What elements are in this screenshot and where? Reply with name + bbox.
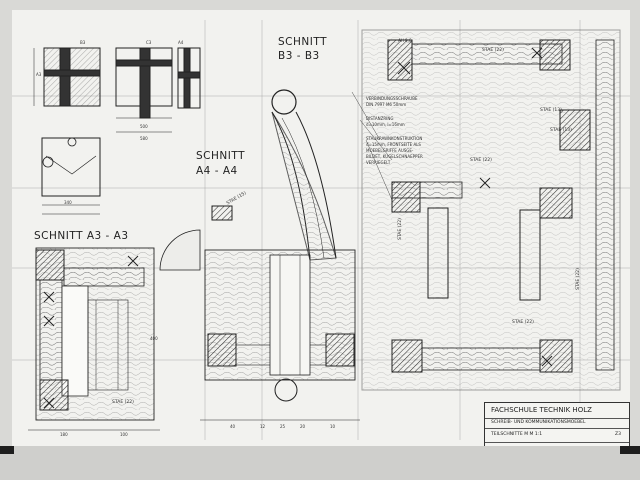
small-view-plan (41, 137, 101, 215)
title-school: FACHSCHULE TECHNIK HOLZ (491, 406, 592, 414)
bottom-rail (0, 446, 640, 480)
mark-stae-22-bottom: STAE (22) (512, 320, 534, 325)
dim-500: 500 (140, 124, 148, 129)
mark-stae-22-a3: STAE (22) (112, 400, 134, 405)
note-screw-2: DIN 7997 M6 50mm (366, 102, 407, 107)
section-a4-title-2: A4 - A4 (196, 165, 238, 177)
dim-100: 100 (120, 432, 128, 437)
dim-340: 340 (64, 200, 72, 205)
note-ring-1: DISTANZRING (366, 116, 394, 121)
mark-stae-22-top: STAE (22) (482, 48, 504, 53)
right-sections (351, 29, 621, 391)
title-subject: SCHREIB- UND KOMMUNIKATIONSMOEBEL (491, 420, 586, 425)
dim-580: 580 (140, 136, 148, 141)
note-construction-3: MOEBELGRIFFE AUSGE- (366, 148, 414, 153)
note-screw-1: VERBINDUNGSSCHRAUBE (366, 96, 418, 101)
small-view-a4-label: A4 (178, 40, 184, 45)
note-construction-2: d=15mm, FRONTSEITE ALS (366, 142, 421, 147)
mark-stae-22-right: STAE (22) (576, 268, 581, 290)
rail-clip-right (620, 446, 640, 454)
section-a4 (159, 205, 360, 421)
dim-40: 40 (230, 424, 236, 429)
small-view-a3-label: A3 (36, 72, 42, 77)
note-construction-5: VERRIEGELT (366, 160, 391, 165)
title-sheet-no: Z3 (615, 432, 621, 437)
section-a4-title-1: SCHNITT (196, 150, 245, 162)
small-view-b3 (33, 47, 101, 107)
note-construction-4: BILDET, KUGELSCHNAEPPER (366, 154, 423, 159)
section-b3 (271, 89, 337, 261)
section-a3-title: SCHNITT A3 - A3 (34, 230, 129, 242)
dim-25: 25 (280, 424, 286, 429)
mark-ah-06: AH 0,6 (398, 38, 412, 43)
section-a3 (28, 247, 160, 431)
dim-12: 12 (260, 424, 266, 429)
section-b3-title-2: B3 - B3 (278, 50, 320, 62)
mark-stae-22-mid: STAE (22) (470, 158, 492, 163)
small-view-c3-label: C3 (146, 40, 152, 45)
dim-180: 180 (60, 432, 68, 437)
dim-400: 400 (150, 336, 158, 341)
mark-stae-22-left: STAE (22) (398, 218, 403, 240)
note-ring-2: d=10mm, l=16mm (366, 122, 405, 127)
small-view-a4 (177, 47, 201, 109)
rail-clip-left (0, 446, 14, 454)
note-construction-1: STAUKRAWNKONSTRUKTION (366, 136, 423, 141)
small-view-b3-label: B3 (80, 40, 86, 45)
section-b3-title-1: SCHNITT (278, 36, 327, 48)
title-row-subject: SCHREIB- UND KOMMUNIKATIONSMOEBEL (485, 418, 629, 429)
dim-10: 10 (330, 424, 336, 429)
title-content: TEILSCHNITTE M M 1:1 (491, 432, 543, 437)
mark-stae-13-a: STAE (13) (540, 108, 562, 113)
title-row-school: FACHSCHULE TECHNIK HOLZ (485, 403, 629, 419)
title-row-content: TEILSCHNITTE M M 1:1 Z3 (485, 428, 629, 443)
dim-20: 20 (300, 424, 306, 429)
small-view-c3 (115, 47, 173, 133)
mark-stae-13-b: STAE (13) (550, 128, 572, 133)
